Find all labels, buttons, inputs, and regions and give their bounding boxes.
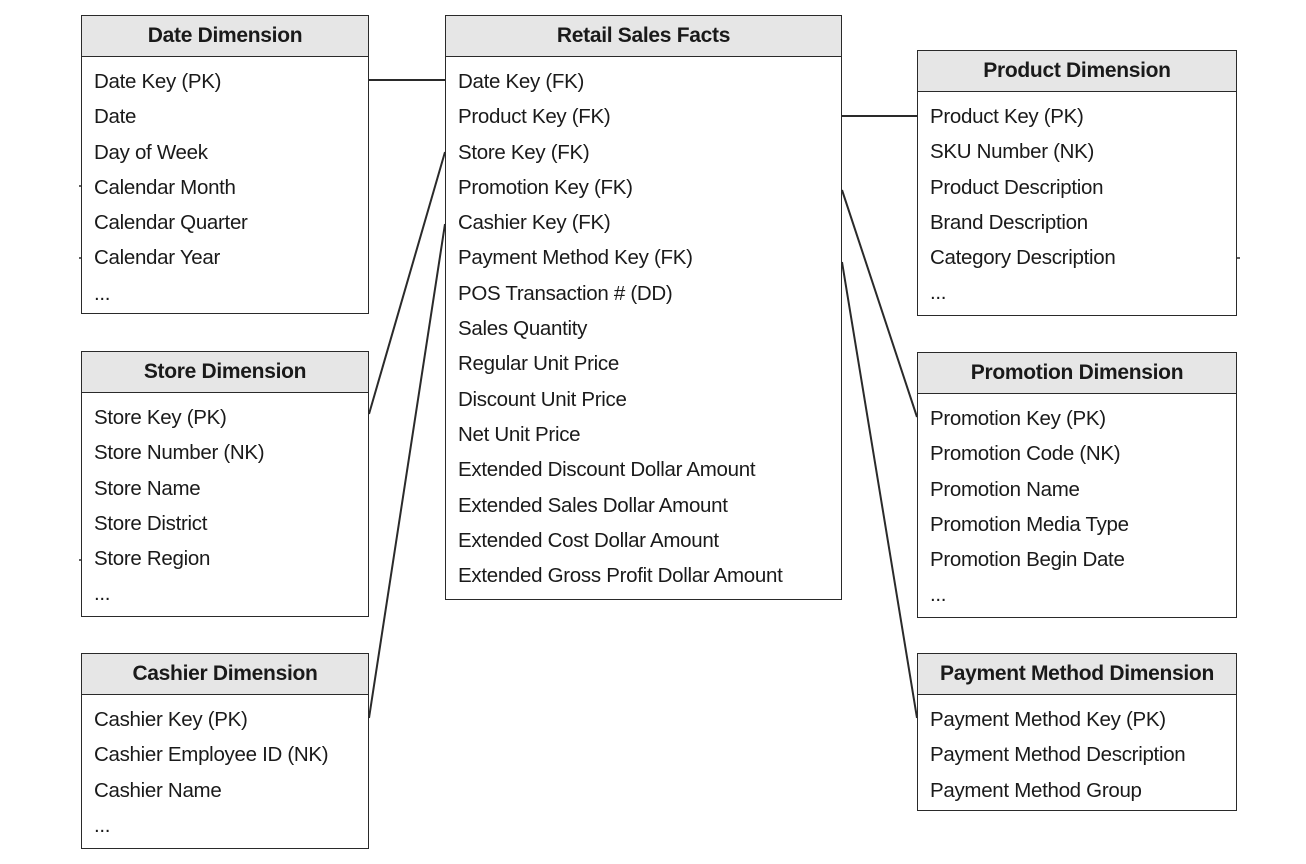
table-field: Extended Cost Dollar Amount — [458, 528, 719, 552]
table-field: Net Unit Price — [458, 422, 581, 446]
table-field: Cashier Key (PK) — [94, 708, 248, 731]
payment-to-facts-line — [841, 261, 918, 719]
table-field: ... — [94, 813, 111, 837]
table-field: Calendar Quarter — [94, 211, 248, 235]
table-title: Product Dimension — [918, 51, 1236, 92]
table-field: Store Number (NK) — [94, 441, 265, 465]
table-field: Promotion Key (FK) — [458, 175, 633, 199]
table-field: Product Description — [930, 175, 1104, 199]
table-title: Promotion Dimension — [918, 353, 1236, 394]
table-field: Category Description — [930, 246, 1116, 270]
table-field: Extended Sales Dollar Amount — [458, 493, 728, 517]
table-title: Date Dimension — [82, 16, 368, 57]
table-field: Payment Method Group — [930, 778, 1142, 802]
table-field: Date Key (PK) — [94, 70, 222, 93]
table-field: Date Key (FK) — [458, 70, 584, 93]
table-field: Cashier Name — [94, 778, 222, 802]
table-field: Store Name — [94, 476, 201, 500]
table-field: Promotion Name — [930, 477, 1080, 501]
table-field: Promotion Begin Date — [930, 548, 1125, 572]
table-title: Cashier Dimension — [82, 654, 368, 695]
table-field: Sales Quantity — [458, 317, 588, 341]
payment-method-dimension-table: Payment Method Dimension Payment Method … — [917, 653, 1237, 811]
table-field: Store Region — [94, 547, 211, 571]
table-field: ... — [930, 281, 947, 305]
table-field: Store District — [94, 511, 208, 535]
table-field: Cashier Key (FK) — [458, 211, 611, 235]
table-field: Promotion Key (PK) — [930, 407, 1106, 430]
date-dimension-table: Date Dimension Date Key (PK) Date Day of… — [81, 15, 369, 314]
store-to-facts-line — [368, 151, 446, 415]
table-field: Store Key (PK) — [94, 406, 227, 429]
table-field: Product Key (PK) — [930, 105, 1084, 128]
table-field: ... — [930, 583, 947, 607]
cashier-to-facts-line — [368, 223, 446, 719]
table-field: Product Key (FK) — [458, 105, 611, 129]
table-field: Store Key (FK) — [458, 140, 590, 164]
product-dimension-table: Product Dimension Product Key (PK) SKU N… — [917, 50, 1237, 316]
cashier-dimension-table: Cashier Dimension Cashier Key (PK) Cashi… — [81, 653, 369, 849]
table-field: ... — [94, 281, 111, 305]
table-field: Calendar Month — [94, 175, 236, 199]
table-field: Payment Method Key (FK) — [458, 246, 693, 270]
table-field: Payment Method Key (PK) — [930, 708, 1166, 731]
table-field: ... — [94, 582, 111, 606]
table-title: Store Dimension — [82, 352, 368, 393]
table-field: SKU Number (NK) — [930, 140, 1095, 164]
table-title: Retail Sales Facts — [446, 16, 841, 57]
table-title: Payment Method Dimension — [918, 654, 1236, 695]
table-field: Date — [94, 105, 137, 129]
table-field: Calendar Year — [94, 246, 221, 270]
table-field: Regular Unit Price — [458, 352, 619, 376]
table-field: Discount Unit Price — [458, 387, 627, 411]
table-field: Extended Discount Dollar Amount — [458, 458, 756, 482]
retail-sales-facts-table: Retail Sales Facts Date Key (FK) Product… — [445, 15, 842, 600]
table-field: POS Transaction # (DD) — [458, 281, 673, 305]
table-field: Extended Gross Profit Dollar Amount — [458, 564, 783, 588]
promotion-dimension-table: Promotion Dimension Promotion Key (PK) P… — [917, 352, 1237, 618]
table-field: Promotion Code (NK) — [930, 442, 1121, 466]
table-field: Cashier Employee ID (NK) — [94, 743, 329, 767]
table-field: Brand Description — [930, 210, 1088, 234]
table-field: Payment Method Description — [930, 743, 1186, 767]
table-field: Day of Week — [94, 140, 208, 164]
table-field: Promotion Media Type — [930, 512, 1129, 536]
store-dimension-table: Store Dimension Store Key (PK) Store Num… — [81, 351, 369, 617]
promotion-to-facts-line — [841, 189, 918, 418]
